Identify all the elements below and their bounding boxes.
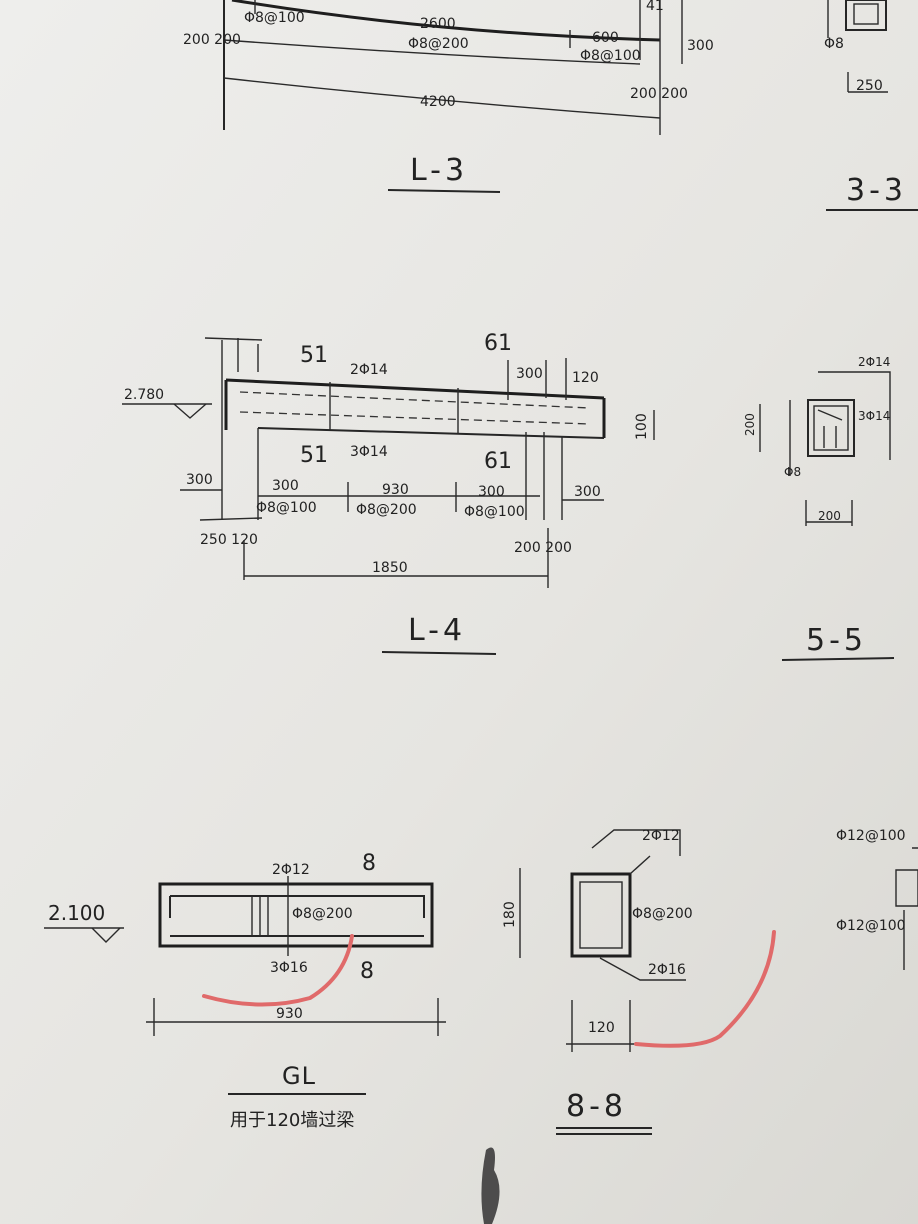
l3-mid-stirrup: Φ8@200 bbox=[408, 36, 469, 52]
sec88-width: 120 bbox=[588, 1020, 615, 1036]
sec88-stirrup: Φ8@200 bbox=[632, 906, 693, 922]
section-3-3: Φ8 250 3-3 bbox=[824, 0, 918, 211]
l4-s2-stirrup: Φ8@200 bbox=[356, 502, 417, 518]
sec88-title: 8-8 bbox=[566, 1089, 627, 1124]
l4-bot-rebar: 3Φ14 bbox=[350, 444, 388, 460]
sec88-title-underline bbox=[556, 1127, 652, 1135]
l4-d120: 120 bbox=[572, 370, 599, 386]
l4-d300-left: 300 bbox=[186, 472, 213, 488]
ink-mark bbox=[481, 1147, 500, 1224]
gl-beam-outline bbox=[158, 882, 434, 948]
l4-top-left-label: 51 bbox=[300, 343, 328, 368]
partial-top: Φ12@100 bbox=[836, 828, 906, 844]
l3-right-stirrup: Φ8@100 bbox=[580, 48, 641, 64]
l4-right-support: 200 200 bbox=[514, 540, 572, 556]
section-8-8: 2Φ12 Φ8@200 2Φ16 180 120 8-8 bbox=[502, 828, 693, 1135]
l4-left-support: 250 120 bbox=[200, 532, 258, 548]
sec55-width: 200 bbox=[818, 509, 841, 523]
l4-title-underline bbox=[381, 651, 497, 655]
sec33-stirrup: Φ8 bbox=[824, 36, 844, 52]
l4-s3-stirrup: Φ8@100 bbox=[464, 504, 525, 520]
gl-top-rebar: 2Φ12 bbox=[272, 862, 310, 878]
l4-d300-top: 300 bbox=[516, 366, 543, 382]
gl-sec-mark-bot: 8 bbox=[360, 959, 374, 984]
gl-elev: 2.100 bbox=[48, 901, 105, 925]
sec55-top: 2Φ14 bbox=[858, 355, 890, 369]
red-annotation-right bbox=[634, 930, 776, 1048]
sec33-width: 250 bbox=[856, 78, 883, 94]
beam-l3: Φ8@100 200 200 2600 Φ8@200 600 Φ8@100 41… bbox=[183, 0, 714, 193]
l4-elev: 2.780 bbox=[124, 387, 164, 403]
l4-title: L-4 bbox=[408, 613, 466, 648]
l3-total: 4200 bbox=[420, 94, 456, 110]
l3-right-support: 200 200 bbox=[630, 86, 688, 102]
l4-d100: 100 bbox=[634, 413, 650, 440]
l3-stirrup-top: Φ8@100 bbox=[244, 10, 305, 26]
beam-l4: 2.780 51 61 2Φ14 51 3Φ14 61 300 120 100 … bbox=[122, 331, 655, 655]
sec88-height: 180 bbox=[502, 901, 518, 928]
section-5-5: 2Φ14 3Φ14 200 Φ8 200 5-5 bbox=[743, 355, 895, 661]
l4-total: 1850 bbox=[372, 560, 408, 576]
l4-top-rebar: 2Φ14 bbox=[350, 362, 388, 378]
partial-bot: Φ12@100 bbox=[836, 918, 906, 934]
l4-s2-length: 930 bbox=[382, 482, 409, 498]
beam-gl: 2.100 2Φ12 8 Φ8@200 3Φ16 8 930 GL 用于120墙… bbox=[44, 851, 446, 1131]
sec55-stirrup: Φ8 bbox=[784, 465, 801, 479]
l4-d300-right: 300 bbox=[574, 484, 601, 500]
gl-bot-rebar: 3Φ16 bbox=[270, 960, 308, 976]
l3-top-small: 41 bbox=[646, 0, 664, 14]
sec55-title-underline bbox=[781, 657, 895, 661]
l3-title-underline bbox=[387, 189, 501, 193]
l4-s1-length: 300 bbox=[272, 478, 299, 494]
l4-s3-length: 300 bbox=[478, 484, 505, 500]
gl-title: GL bbox=[282, 1062, 316, 1090]
l4-bot-right-label: 61 bbox=[484, 449, 512, 474]
gl-sec-mark-top: 8 bbox=[362, 851, 376, 876]
l3-title: L-3 bbox=[410, 153, 468, 188]
l3-left-support: 200 200 bbox=[183, 32, 241, 48]
sec55-height: 200 bbox=[743, 413, 757, 436]
l3-mid-length: 2600 bbox=[420, 16, 456, 32]
sec55-title: 5-5 bbox=[806, 623, 867, 658]
sec33-title: 3-3 bbox=[846, 173, 907, 208]
l4-top-right-label: 61 bbox=[484, 331, 512, 356]
partial-section-right: Φ12@100 Φ12@100 bbox=[836, 828, 918, 970]
sec55-bot: 3Φ14 bbox=[858, 409, 890, 423]
l4-s1-stirrup: Φ8@100 bbox=[256, 500, 317, 516]
sec88-top: 2Φ12 bbox=[642, 828, 680, 844]
sec88-bot: 2Φ16 bbox=[648, 962, 686, 978]
gl-subtitle: 用于120墙过梁 bbox=[230, 1110, 354, 1131]
red-annotation-left bbox=[202, 934, 354, 1007]
l4-bot-left-label: 51 bbox=[300, 443, 328, 468]
l3-right-length: 600 bbox=[592, 30, 619, 46]
gl-stirrup: Φ8@200 bbox=[292, 906, 353, 922]
l3-dim-300: 300 bbox=[687, 38, 714, 54]
gl-total: 930 bbox=[276, 1006, 303, 1022]
